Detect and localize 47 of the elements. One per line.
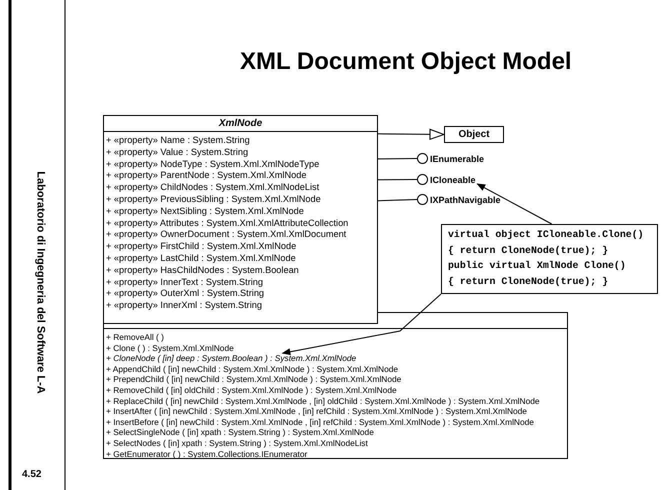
arrow <box>282 294 442 356</box>
operation-text: + AppendChild ( [in] newChild : System.Xml.XmlNode ) : System.Xml.XmlNode <box>105 364 400 374</box>
interface-line <box>378 199 418 202</box>
arrow <box>476 183 552 224</box>
interface-line <box>378 179 418 180</box>
operation-text: + Clone ( ) : System.Xml.XmlNode <box>105 342 235 354</box>
interface-name: IXPathNavigable <box>430 194 501 204</box>
operation-text: + SelectNodes ( [in] xpath : System.String ) : System.Xml.XmlNodeList <box>105 438 369 449</box>
attribute-text: + «property» Attributes : System.Xml.XmlAttributeCollection <box>105 218 350 230</box>
attribute-text: + «property» Value : System.String <box>105 146 250 159</box>
slide-title: XML Document Object Model <box>240 48 572 76</box>
attribute-text: + «property» LastChild : System.Xml.XmlNode <box>105 252 297 265</box>
interface-line <box>378 158 418 160</box>
attribute-text: + «property» FirstChild : System.Xml.XmlNode <box>105 241 298 253</box>
attribute-text: + «property» HasChildNodes : System.Boolean <box>105 264 300 277</box>
code-line: virtual object ICloneable.Clone() <box>448 228 645 242</box>
attribute-text: + «property» Name : System.String <box>105 135 251 147</box>
class-box <box>103 115 378 324</box>
operation-text: + CloneNode ( [in] deep : System.Boolean ) : System.Xml.XmlNode <box>105 353 358 364</box>
code-line: public virtual XmlNode Clone() <box>448 259 627 273</box>
code-note-box <box>441 224 658 294</box>
attribute-text: + «property» InnerText : System.String <box>105 276 264 288</box>
interface-name: IEnumerable <box>430 154 484 164</box>
attribute-text: + «property» ParentNode : System.Xml.XmlNode <box>105 170 308 182</box>
page-number: 4.52 <box>22 469 42 480</box>
operation-text: + RemoveAll ( ) <box>105 332 165 343</box>
class-box: Object <box>444 126 504 143</box>
attribute-text: + «property» NodeType : System.Xml.XmlNodeType <box>105 158 320 170</box>
code-line: { return CloneNode(true); } <box>448 274 610 288</box>
attribute-text: + «property» OuterXml : System.String <box>105 288 266 300</box>
attribute-text: + «property» PreviousSibling : System.Xml.XmlNode <box>105 194 322 206</box>
class-box <box>103 312 568 459</box>
generalization-arrow <box>378 128 444 140</box>
attribute-text: + «property» ChildNodes : System.Xml.XmlNodeList <box>105 182 320 194</box>
attribute-text: + «property» InnerXml : System.String <box>105 300 263 312</box>
operation-text: + PrependChild ( [in] newChild : System.Xml.XmlNode ) : System.Xml.XmlNode <box>105 374 402 385</box>
interface-name: ICloneable <box>430 174 476 184</box>
operation-text: + ReplaceChild ( [in] newChild : System.Xml.XmlNode , [in] oldChild : System.Xml.XmlNode ) : System.Xml.XmlNode <box>105 396 541 406</box>
operation-text: + RemoveChild ( [in] oldChild : System.Xml.XmlNode ) : System.Xml.XmlNode <box>105 384 398 396</box>
sidebar-text: Laboratorio di Ingegneria del Software L-A <box>34 170 46 396</box>
class-name: XmlNode <box>104 116 377 132</box>
operation-text: + InsertBefore ( [in] newChild : System.Xml.XmlNode , [in] refChild : System.Xml.XmlNode ) : System.Xml.XmlNode <box>105 416 535 428</box>
attribute-text: + «property» NextSibling : System.Xml.XmlNode <box>105 206 305 218</box>
operation-text: + InsertAfter ( [in] newChild : System.Xml.XmlNode , [in] refChild : System.Xml.XmlNode ) : System.Xml.XmlNode <box>105 406 528 417</box>
code-line: { return CloneNode(true); } <box>448 244 610 258</box>
operation-text: + SelectSingleNode ( [in] xpath : System.String ) : System.Xml.XmlNode <box>105 427 375 438</box>
attribute-text: + «property» OwnerDocument : System.Xml.XmlDocument <box>105 229 348 242</box>
